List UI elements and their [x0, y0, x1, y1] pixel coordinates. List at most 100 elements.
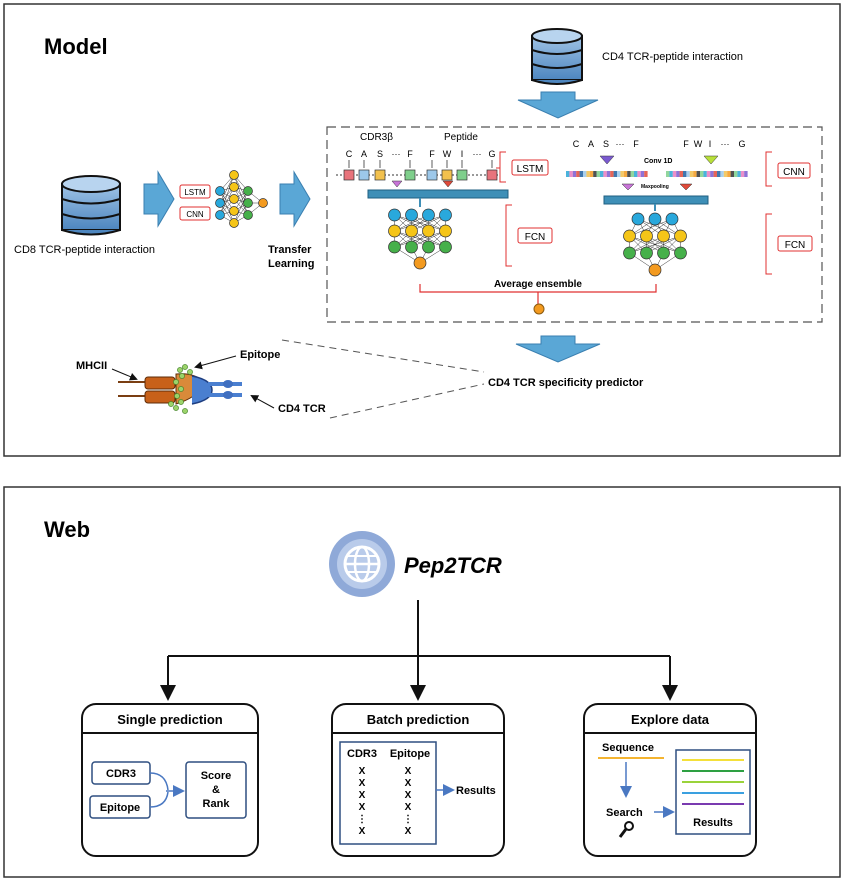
pretrain-node-2: [243, 198, 253, 208]
model-title: Model: [44, 34, 108, 59]
peptide-header: Peptide: [444, 132, 478, 143]
batch-cdr3-cell: X: [359, 790, 366, 801]
pretrain-cnn-tag: [179, 206, 211, 221]
cnn-feature-cell: [630, 171, 634, 177]
batch-epitope-cell: X: [405, 790, 412, 801]
batch-cdr3-cell: X: [359, 766, 366, 777]
single-amp-text: &: [212, 784, 220, 796]
cnn-feature-cell: [696, 171, 700, 177]
mhc-tcr-illustration-icon: [118, 364, 242, 414]
cnn-feature-cell: [627, 171, 631, 177]
lstm-chain: [336, 160, 500, 188]
fcn-right-node-1: [623, 229, 636, 243]
cnn-pooled-bar: [603, 195, 709, 205]
cnn-feature-cell: [566, 171, 570, 177]
single-epitope-text: Epitope: [100, 802, 140, 814]
fcn-left-node-1: [422, 224, 435, 238]
pretrain-edge: [219, 186, 235, 216]
batch-epitope-cell: ⋮: [403, 814, 413, 825]
cnn-feature-cell: [603, 171, 607, 177]
cnn-feature-cell: [720, 171, 724, 177]
cnn-peptide-letter: I: [709, 139, 712, 149]
batch-epitope-cell: X: [405, 802, 412, 813]
cnn-feature-cell: [744, 171, 748, 177]
tree-connector: [168, 600, 670, 657]
epitope-pointer: [194, 355, 237, 370]
single-score-text: Score: [201, 770, 232, 782]
cd8-database-icon: [61, 175, 121, 236]
lstm-cell: [456, 169, 468, 181]
cd4-database-icon: [531, 28, 583, 85]
cnn-tag-text: CNN: [783, 167, 805, 178]
single-merge-arrows: [149, 772, 169, 808]
fcn-left-node-0: [439, 208, 452, 222]
cnn-peptide-letter: G: [738, 139, 745, 149]
cnn-feature-cell: [693, 171, 697, 177]
batch-cdr3-cell: X: [359, 826, 366, 837]
batch-col-epitope: Epitope: [390, 748, 430, 760]
fcn-right-node-0: [648, 212, 662, 226]
lstm-peptide-letter: F: [429, 149, 435, 159]
cnn-feature-cell: [706, 171, 711, 177]
cnn-feature-cell: [606, 171, 611, 177]
pretrain-lstm-tag: [179, 184, 211, 199]
batch-cdr3-cell: ⋮: [357, 814, 367, 825]
conv-label: Conv 1D: [644, 158, 672, 165]
lstm-down-arrow-left: [391, 180, 403, 188]
cnn-feature-cell: [593, 171, 597, 177]
ensemble-bracket: [419, 284, 657, 304]
explore-results-text: Results: [693, 817, 733, 829]
down-arrow-top-icon: [517, 91, 599, 119]
cnn-feature-cell: [623, 171, 628, 177]
fcn-right-node-2: [657, 246, 670, 260]
fcn-right-node-3: [648, 263, 662, 277]
lstm-cell: [441, 169, 453, 181]
fcn-right-tag-text: FCN: [785, 240, 806, 251]
lstm-peptide-letter: G: [488, 149, 495, 159]
cd4tcr-label: CD4 TCR: [278, 403, 326, 415]
lstm-cell: [404, 169, 416, 181]
pretrain-cnn-text: CNN: [186, 210, 204, 219]
cnn-pool-arrow-left: [621, 183, 635, 191]
fcn-right-node-1: [674, 229, 687, 243]
cnn-feature-cell: [683, 171, 687, 177]
pretrain-node-0: [215, 186, 225, 196]
cnn-feature-cell: [634, 171, 638, 177]
single-cdr3-text: CDR3: [106, 768, 136, 780]
pretrain-node-1: [229, 206, 239, 216]
cnn-feature-cell: [640, 171, 645, 177]
transfer-label-1: Transfer: [268, 244, 312, 256]
cnn-feature-cell: [600, 171, 604, 177]
batch-prediction-title: Batch prediction: [367, 712, 470, 727]
fcn-left-node-1: [405, 224, 418, 238]
pretrain-node-2: [243, 210, 253, 220]
cnn-feature-cell: [579, 171, 583, 177]
predictor-label: CD4 TCR specificity predictor: [488, 377, 644, 389]
cnn-cdr3-letter: S: [603, 139, 609, 149]
lstm-cdr3-letter: ···: [392, 149, 401, 159]
pretrain-edge: [233, 190, 249, 224]
lstm-peptide-letter: W: [443, 149, 452, 159]
transfer-label-2: Learning: [268, 258, 314, 270]
mhcii-pointer: [111, 368, 138, 381]
epitope-label: Epitope: [240, 349, 280, 361]
cnn-feature-cell: [620, 171, 624, 177]
cnn-feature-cell: [717, 171, 721, 177]
fcn-left-node-1: [439, 224, 452, 238]
batch-cdr3-cell: X: [359, 778, 366, 789]
lstm-peptide-letter: I: [461, 149, 464, 159]
cnn-cdr3-letter: A: [588, 139, 594, 149]
lstm-cell: [343, 169, 355, 181]
cdr3-header: CDR3β: [360, 132, 393, 143]
fcn-left-node-2: [422, 240, 435, 254]
cnn-cdr3-letter: ···: [616, 139, 625, 149]
cnn-feature-cell: [723, 171, 728, 177]
fcn-right-node-0: [631, 212, 645, 226]
cnn-peptide-letter: F: [683, 139, 689, 149]
zoom-line-top: [281, 339, 485, 373]
cd8-db-label: CD8 TCR-peptide interaction: [14, 244, 155, 256]
cnn-feature-cell: [637, 171, 641, 177]
fcn-left-edge: [394, 230, 446, 248]
